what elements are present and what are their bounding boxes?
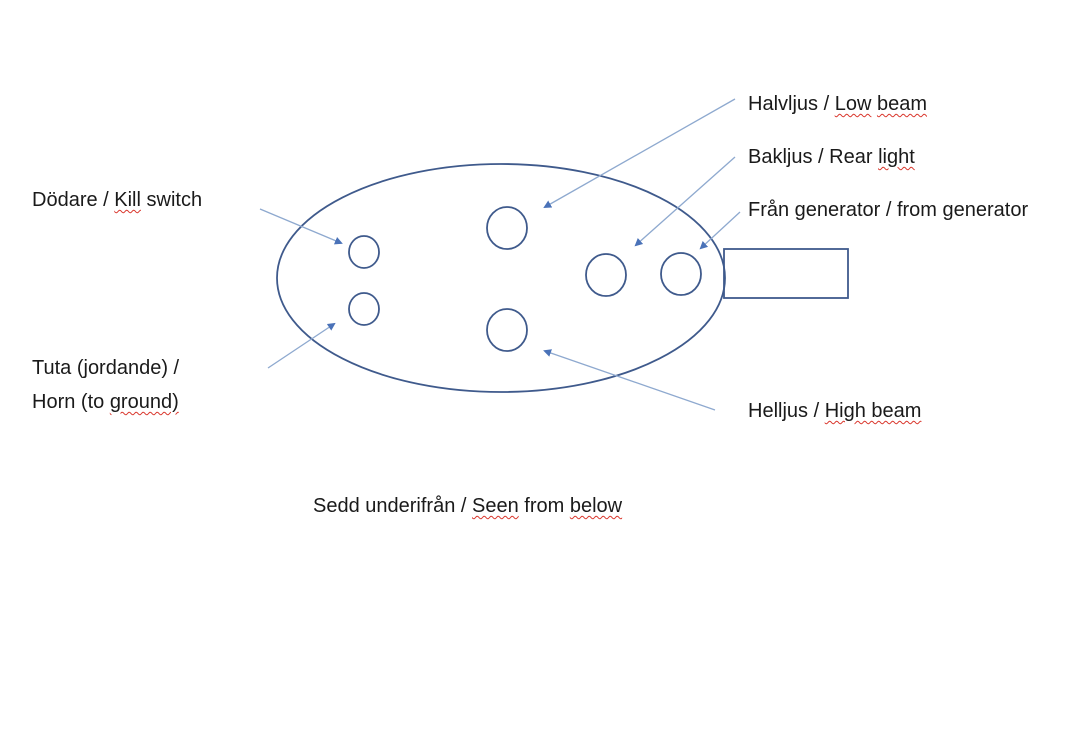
arrow-low-beam [543,98,736,208]
pin-horn [348,292,380,326]
label-kill-switch: Dödare / Kill switch [32,189,203,211]
arrow-generator [699,211,741,250]
arrow-kill-switch [259,208,343,245]
label-low-beam: Halvljus / Low beam [748,93,927,115]
caption: Sedd underifrån / Seen from below [313,495,623,517]
label-horn-line2: Horn (to ground) [32,391,179,413]
label-horn-line1: Tuta (jordande) / [32,357,180,379]
arrow-high-beam [543,349,716,411]
connector-tab [723,248,849,299]
pin-kill-switch [348,235,380,269]
label-generator: Från generator / from generator [748,199,1029,221]
pin-rear-light [585,253,627,297]
pin-high-beam [486,308,528,352]
arrow-rear-light [634,156,736,247]
pin-low-beam [486,206,528,250]
label-high-beam: Helljus / High beam [748,400,922,422]
label-rear-light: Bakljus / Rear light [748,146,915,168]
connector-body [276,163,726,393]
arrow-horn [267,322,336,369]
pin-generator [660,252,702,296]
